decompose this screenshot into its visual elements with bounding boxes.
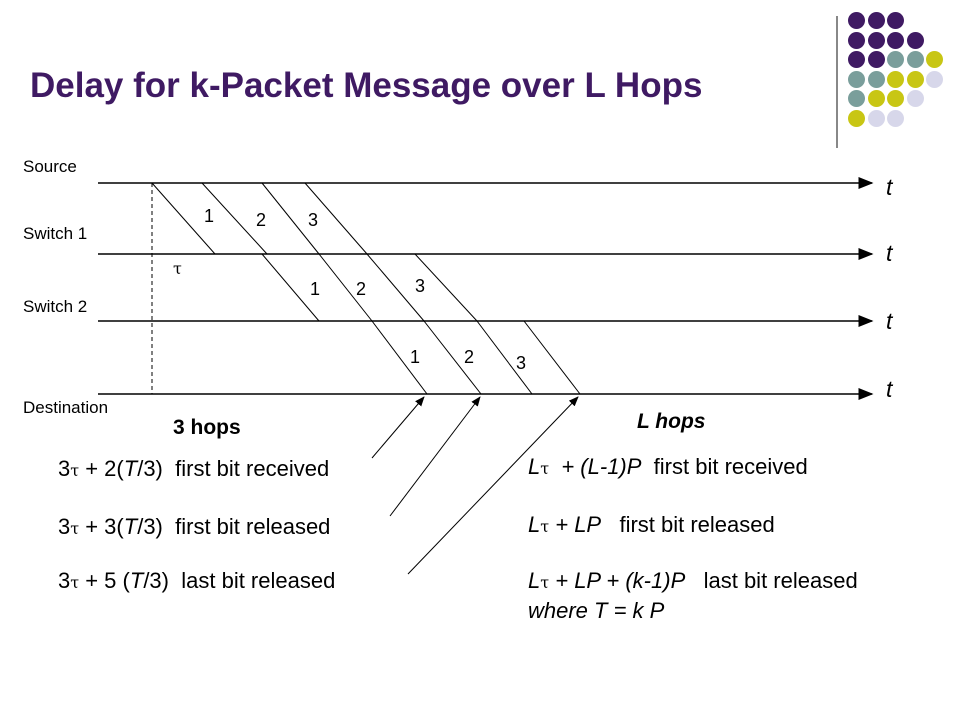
logo-dot xyxy=(887,90,904,107)
packet-edge xyxy=(201,182,268,255)
annotation-arrow xyxy=(389,396,481,517)
slide-title: Delay for k-Packet Message over L Hops xyxy=(30,66,703,105)
packet-edge xyxy=(151,182,216,255)
time-label: t xyxy=(886,174,893,200)
logo-dot xyxy=(906,90,924,107)
time-label: t xyxy=(886,240,893,266)
logo-dot xyxy=(848,70,865,88)
packet-edge xyxy=(261,182,320,255)
packet-label: 1 xyxy=(310,279,321,299)
hops-3-heading: 3 hops xyxy=(173,416,241,439)
packet-edge xyxy=(366,253,425,322)
formula-3hops-first-received: 3τ + 2(T/3) first bit received xyxy=(58,456,330,481)
logo-dot xyxy=(906,70,924,88)
formula-Lhops-first-released: Lτ + LP first bit released xyxy=(528,512,775,537)
logo-dot xyxy=(867,70,885,88)
logo-dot xyxy=(926,70,943,88)
packet-edge xyxy=(423,320,482,395)
packet-edge xyxy=(304,182,368,255)
formula-Lhops-first-received: Lτ + (L-1)P first bit received xyxy=(528,454,808,479)
logo-dot xyxy=(906,31,924,49)
node-label-switch1: Switch 1 xyxy=(23,224,88,243)
packet-label: 3 xyxy=(308,210,319,230)
packet-label: 3 xyxy=(516,353,527,373)
annotation-arrow xyxy=(407,396,579,575)
logo-dot xyxy=(867,109,885,127)
logo-dot xyxy=(887,51,904,68)
logo-dot xyxy=(887,109,904,127)
logo-dot xyxy=(906,51,924,68)
formula-Lhops-last-released: Lτ + LP + (k-1)P last bit released xyxy=(528,568,858,593)
logo-dot xyxy=(867,31,885,49)
packet-label: 2 xyxy=(256,210,267,230)
logo-dot xyxy=(848,109,865,127)
packet-label: 2 xyxy=(464,347,475,367)
logo-dot xyxy=(848,51,865,68)
logo-dot xyxy=(926,51,943,68)
packet-edge xyxy=(318,253,373,322)
where-clause: where T = k P xyxy=(528,598,665,623)
logo-dot xyxy=(887,12,904,29)
packet-edge xyxy=(371,320,428,395)
logo-dot xyxy=(887,31,904,49)
tau-symbol: τ xyxy=(173,259,182,278)
logo-dot xyxy=(848,12,865,29)
node-label-destination: Destination xyxy=(23,398,109,417)
time-label: t xyxy=(886,376,893,402)
packet-edge xyxy=(476,320,533,395)
node-label-source: Source xyxy=(23,157,77,176)
annotation-arrow xyxy=(371,396,425,459)
formula-3hops-last-released: 3τ + 5 (T/3) last bit released xyxy=(58,568,336,593)
logo-dot xyxy=(867,12,885,29)
packet-label: 1 xyxy=(204,206,215,226)
packet-label: 1 xyxy=(410,347,421,367)
logo-dot xyxy=(887,70,904,88)
packet-edge xyxy=(414,253,478,322)
packet-label: 2 xyxy=(356,279,367,299)
logo-dot xyxy=(848,31,865,49)
time-label: t xyxy=(886,308,893,334)
node-label-switch2: Switch 2 xyxy=(23,297,88,316)
logo-dot xyxy=(867,51,885,68)
logo-dot xyxy=(848,90,865,107)
logo-divider xyxy=(836,16,838,148)
logo-dot xyxy=(867,90,885,107)
hops-L-heading: L hops xyxy=(637,410,706,433)
formula-3hops-first-released: 3τ + 3(T/3) first bit released xyxy=(58,514,331,539)
packet-label: 3 xyxy=(415,276,426,296)
packet-edge xyxy=(261,253,320,322)
packet-edge xyxy=(523,320,581,395)
